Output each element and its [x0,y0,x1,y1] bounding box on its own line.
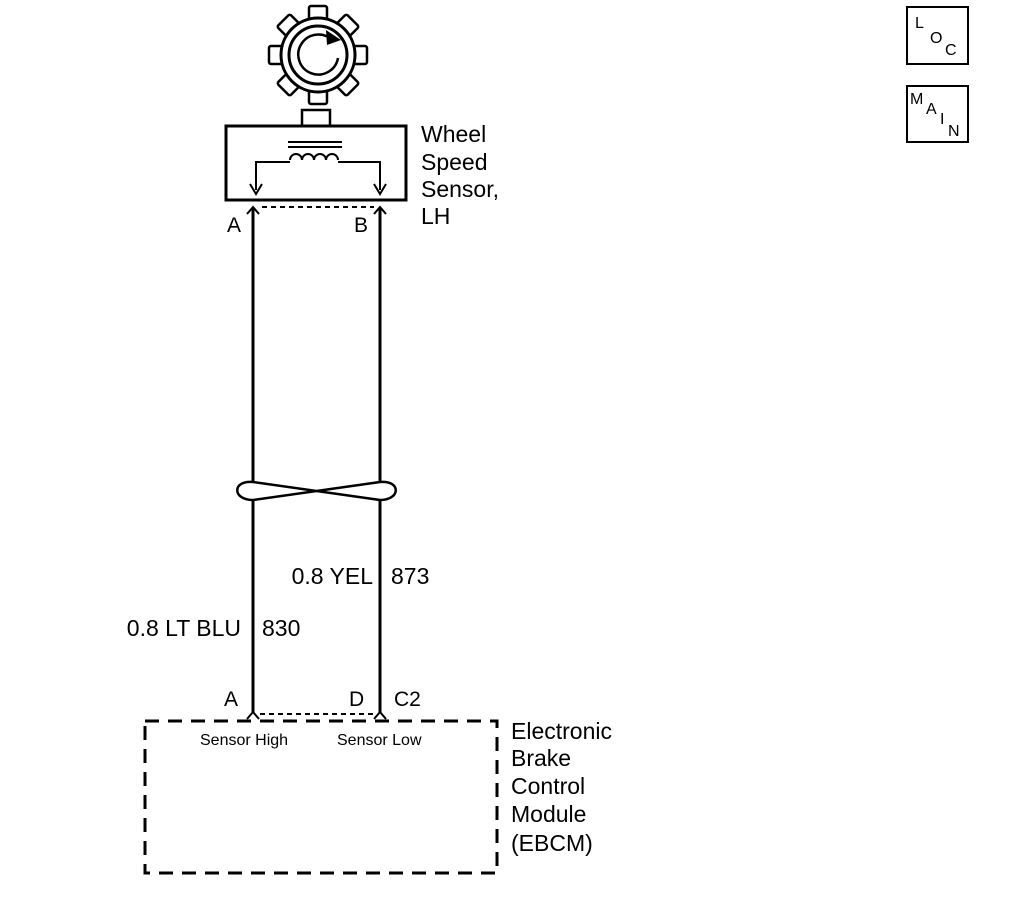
sensor-pin-a: A [227,214,241,237]
ebcm-pin-a: A [224,688,238,711]
main-letter-m: M [910,91,923,108]
loc-letter-c: C [945,42,957,59]
ebcm-terminal-sensor-low: Sensor Low [337,732,422,749]
sensor-name: Wheel Speed Sensor, LH [421,121,505,229]
ebcm-connector-id: C2 [394,688,421,711]
ebcm-connector [246,710,387,720]
sensor-name-line-1: Wheel [421,121,486,147]
sensor-name-line-3: Sensor, [421,176,499,202]
ebcm-name: Electronic Brake Control Module (EBCM) [511,718,618,856]
ebcm-name-line-1: Electronic [511,718,612,744]
main-button[interactable]: M A I N [906,85,969,143]
sensor-connector [246,205,387,215]
twisted-pair-symbol [236,480,397,502]
ebcm-pin-d: D [349,688,364,711]
loc-letter-l: L [915,15,924,32]
ebcm-name-line-3: Control [511,773,585,799]
main-letter-i: I [940,111,944,128]
sensor-name-line-4: LH [421,203,450,229]
wire-830-size-color: 0.8 LT BLU [127,615,241,641]
ebcm-name-line-2: Brake [511,745,571,771]
loc-button[interactable]: L O C [906,6,969,65]
wheel-speed-sensor [224,108,408,202]
ebcm-name-line-5: (EBCM) [511,830,593,856]
wire-873-size-color: 0.8 YEL [292,563,374,589]
wire-830-circuit: 830 [262,615,300,641]
main-letter-a: A [926,101,937,118]
loc-letter-o: O [930,30,942,47]
ebcm-name-line-4: Module [511,801,586,827]
tone-ring-icon [267,4,369,106]
sensor-name-line-2: Speed [421,149,488,175]
ebcm-module-box [143,719,499,875]
main-letter-n: N [948,123,960,140]
ebcm-terminal-sensor-high: Sensor High [200,732,288,749]
sensor-coil-icon [255,141,381,190]
wire-873-circuit: 873 [391,563,429,589]
sensor-pin-b: B [354,214,368,237]
sensor-tip [300,108,332,128]
